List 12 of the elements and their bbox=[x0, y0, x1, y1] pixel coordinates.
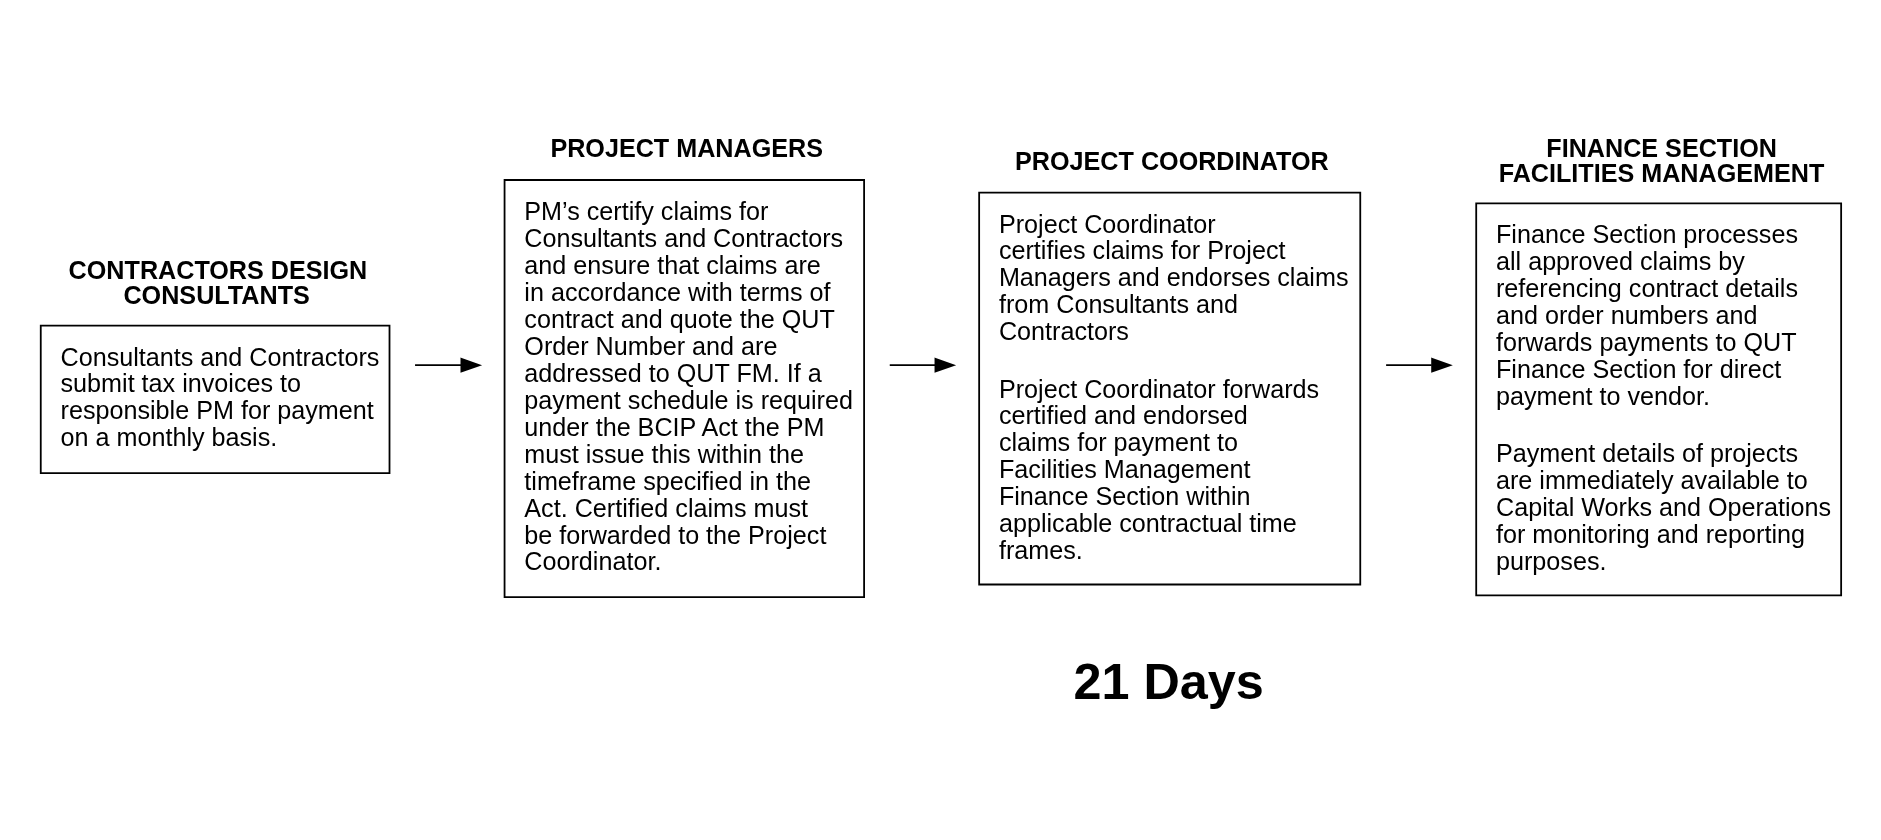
node-label: FINANCE SECTION FACILITIES MANAGEMENT bbox=[1498, 134, 1825, 188]
node-box: Consultants and Contractors submit tax invoices to responsible PM for payment on a monthly basis. bbox=[39, 324, 391, 474]
arrow bbox=[414, 357, 483, 373]
label: 21 Days bbox=[1073, 653, 1264, 711]
arrow bbox=[888, 357, 957, 373]
node-label: PROJECT COORDINATOR bbox=[1015, 146, 1329, 175]
arrow bbox=[1385, 357, 1453, 373]
node-box: PM’s certify claims for Consultants and Contractors and ensure that claims are in accordance with terms of contract and quote the QUT Order Number and are addressed to QUT FM. If a payment schedule is required under the BCIP Act the PM must issue this within the timeframe specified in the Act. Certified claims must be forwarded to the Project Coordinator. bbox=[503, 179, 865, 598]
node-label: CONTRACTORS DESIGN CONSULTANTS bbox=[68, 256, 368, 310]
node-box: Project Coordinator certifies claims for Project Managers and endorses claims from Consultants and Contractors Project Coordinator forwards certified and endorsed claims for payment to Facilities Management Finance Section within applicable contractual time frames. bbox=[978, 191, 1362, 586]
node-label: PROJECT MANAGERS bbox=[550, 134, 823, 162]
node-box: Finance Section processes all approved claims by referencing contract details and order numbers and forwards payments to QUT Finance Section for direct payment to vendor. Payment details of projects are immediately available to Capital Works and Operations for monitoring and reporting purposes. bbox=[1475, 202, 1843, 597]
